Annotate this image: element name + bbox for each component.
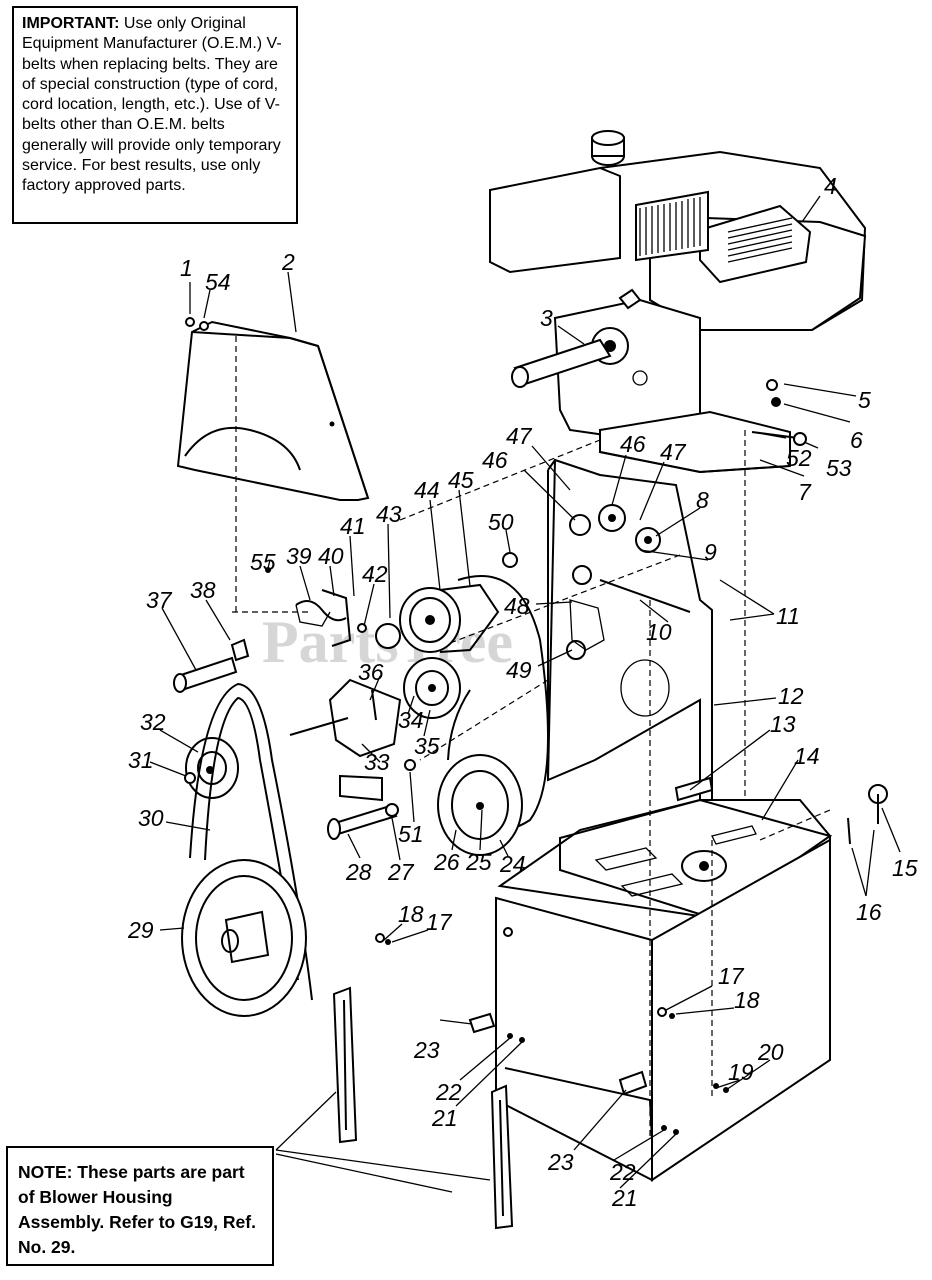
auger-belt-and-pulleys [181, 682, 313, 1017]
callout-17-left: 17 [426, 909, 453, 935]
callout-45: 45 [448, 467, 474, 493]
callout-50: 50 [488, 509, 514, 535]
callout-19: 19 [728, 1059, 754, 1085]
callout-39: 39 [286, 543, 312, 569]
callout-35: 35 [414, 733, 440, 759]
callout-labels: 1 54 2 3 4 5 6 7 52 53 8 9 10 11 12 13 1… [127, 173, 918, 1211]
callout-13: 13 [770, 711, 796, 737]
drive-pulleys [399, 552, 549, 856]
callout-23-upper: 23 [413, 1037, 440, 1063]
callout-46-right: 46 [620, 431, 646, 457]
callout-26: 26 [433, 849, 460, 875]
callout-42: 42 [362, 561, 388, 587]
callout-10: 10 [646, 619, 672, 645]
callout-30: 30 [138, 805, 164, 831]
callout-49: 49 [506, 657, 532, 683]
callout-36: 36 [358, 659, 384, 685]
callout-41: 41 [340, 513, 366, 539]
blower-housing-note-text: NOTE: These parts are part of Blower Hou… [18, 1162, 256, 1257]
callout-44: 44 [414, 477, 440, 503]
callout-1: 1 [180, 255, 193, 281]
callout-14: 14 [794, 743, 820, 769]
callout-25: 25 [465, 849, 492, 875]
leader-lines [149, 195, 901, 1189]
important-note-box: IMPORTANT: Use only Original Equipment M… [12, 6, 298, 224]
callout-51: 51 [398, 821, 424, 847]
callout-8: 8 [696, 487, 709, 513]
callout-28: 28 [345, 859, 372, 885]
callout-18-left: 18 [398, 901, 424, 927]
callout-11: 11 [776, 603, 800, 629]
callout-20: 20 [757, 1039, 784, 1065]
callout-47-left: 47 [506, 423, 533, 449]
callout-46-left: 46 [482, 447, 508, 473]
note-bracket-lines [275, 1091, 491, 1193]
callout-22-lower: 22 [609, 1159, 636, 1185]
belt-cover [176, 317, 370, 501]
callout-3: 3 [540, 305, 553, 331]
callout-54: 54 [205, 269, 231, 295]
callout-9: 9 [704, 539, 717, 565]
callout-40: 40 [318, 543, 344, 569]
callout-34: 34 [398, 707, 424, 733]
callout-22-upper: 22 [435, 1079, 462, 1105]
callout-43: 43 [376, 501, 402, 527]
engine [489, 130, 867, 442]
callout-52: 52 [786, 445, 812, 471]
callout-23-lower: 23 [547, 1149, 574, 1175]
housing-hardware [375, 927, 729, 1135]
important-note-body: Use only Original Equipment Manufacturer… [22, 15, 282, 195]
callout-21-upper: 21 [431, 1105, 458, 1131]
callout-7: 7 [798, 479, 812, 505]
callout-12: 12 [778, 683, 804, 709]
housing-box [332, 600, 888, 1230]
callout-18-right: 18 [734, 987, 760, 1013]
callout-24: 24 [499, 851, 526, 877]
engine-mount-bolts [751, 379, 807, 446]
callout-33: 33 [364, 749, 390, 775]
callout-53: 53 [826, 455, 852, 481]
callout-17-right: 17 [718, 963, 745, 989]
idler-arm-assembly [173, 567, 416, 840]
callout-27: 27 [387, 859, 415, 885]
callout-2: 2 [281, 249, 295, 275]
callout-5: 5 [858, 387, 871, 413]
callout-37: 37 [146, 587, 173, 613]
callout-6: 6 [850, 427, 863, 453]
callout-48: 48 [504, 593, 530, 619]
callout-15: 15 [892, 855, 918, 881]
important-note-heading: IMPORTANT: [22, 15, 120, 32]
callout-38: 38 [190, 577, 216, 603]
callout-32: 32 [140, 709, 166, 735]
callout-47-right: 47 [660, 439, 687, 465]
callout-4: 4 [824, 173, 837, 199]
callout-55: 55 [250, 549, 276, 575]
callout-31: 31 [128, 747, 154, 773]
callout-29: 29 [127, 917, 154, 943]
callout-21-lower: 21 [611, 1185, 638, 1211]
callout-16: 16 [856, 899, 882, 925]
blower-housing-note-box: NOTE: These parts are part of Blower Hou… [6, 1146, 274, 1266]
